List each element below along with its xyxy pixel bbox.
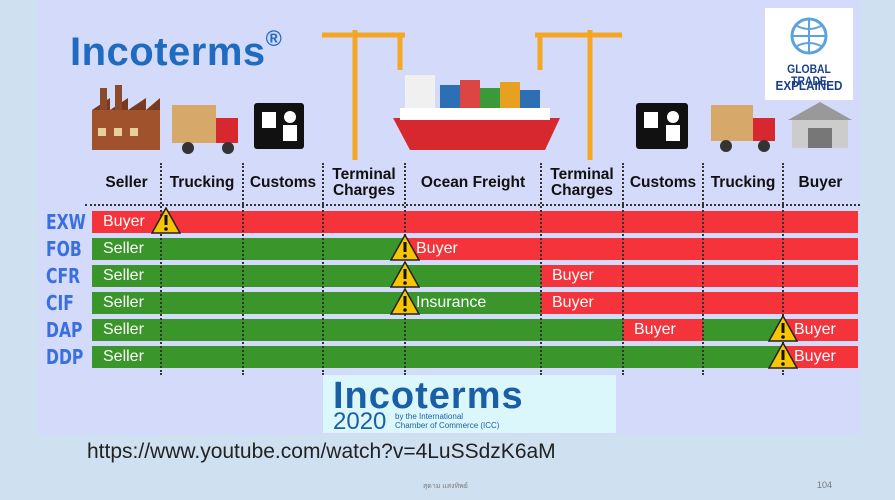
warning-icon bbox=[151, 207, 181, 234]
column-divider bbox=[622, 163, 624, 375]
seller-segment: Seller bbox=[92, 292, 405, 314]
buyer-segment: Buyer bbox=[541, 265, 858, 287]
header-divider bbox=[85, 204, 860, 206]
seller-segment: Seller bbox=[92, 265, 541, 287]
footer-author: สุดาม แสงทิพย์ bbox=[423, 483, 468, 490]
customs-icon bbox=[254, 103, 688, 149]
column-header: Terminal Charges bbox=[332, 166, 396, 199]
page-number: 104 bbox=[817, 480, 833, 490]
buyer-segment: Buyer bbox=[405, 238, 858, 260]
column-divider bbox=[702, 163, 704, 375]
seller-segment: Seller bbox=[92, 346, 783, 368]
buyer-segment: Buyer bbox=[783, 346, 858, 368]
column-divider bbox=[782, 163, 784, 375]
crane-icon bbox=[322, 30, 622, 160]
title: Incoterms® bbox=[70, 26, 283, 74]
buyer-segment: Buyer bbox=[92, 211, 858, 233]
column-divider bbox=[242, 163, 244, 375]
warning-icon bbox=[390, 234, 420, 261]
term-label: CIF bbox=[46, 291, 74, 315]
column-header: Customs bbox=[249, 174, 317, 191]
column-divider bbox=[322, 163, 324, 375]
factory-icon bbox=[92, 85, 160, 150]
term-label: FOB bbox=[46, 237, 82, 261]
column-header: Ocean Freight bbox=[420, 174, 526, 191]
column-header: Seller bbox=[105, 174, 148, 191]
incoterms-2020-logo: Incoterms 2020 by the International Cham… bbox=[323, 375, 616, 435]
warning-icon bbox=[768, 315, 798, 342]
warehouse-icon bbox=[788, 102, 852, 148]
warning-icon bbox=[768, 342, 798, 369]
column-header: Customs bbox=[629, 174, 697, 191]
term-label: EXW bbox=[46, 210, 86, 234]
column-header: Trucking bbox=[710, 174, 776, 191]
truck-icon bbox=[172, 105, 775, 154]
seller-segment bbox=[703, 319, 783, 341]
ship-icon bbox=[393, 75, 560, 150]
buyer-segment: Buyer bbox=[623, 319, 703, 341]
warning-icon bbox=[390, 261, 420, 288]
buyer-segment: Buyer bbox=[783, 319, 858, 341]
term-label: DAP bbox=[46, 318, 83, 342]
globe-icon bbox=[790, 17, 828, 55]
seller-segment: Seller bbox=[92, 238, 405, 260]
seller-segment: Insurance bbox=[405, 292, 541, 314]
column-divider bbox=[160, 163, 162, 375]
column-header: Trucking bbox=[169, 174, 235, 191]
illustrations bbox=[92, 30, 852, 160]
column-divider bbox=[540, 163, 542, 375]
column-header: Terminal Charges bbox=[550, 166, 614, 199]
seller-segment: Seller bbox=[92, 319, 623, 341]
buyer-segment: Buyer bbox=[541, 292, 858, 314]
global-trade-explained-logo: GLOBAL TRADE EXPLAINED bbox=[765, 8, 853, 100]
column-header: Buyer bbox=[798, 174, 843, 191]
warning-icon bbox=[390, 288, 420, 315]
term-label: DDP bbox=[46, 345, 84, 369]
video-link[interactable]: https://www.youtube.com/watch?v=4LuSSdzK… bbox=[87, 440, 556, 463]
term-label: CFR bbox=[46, 264, 81, 288]
